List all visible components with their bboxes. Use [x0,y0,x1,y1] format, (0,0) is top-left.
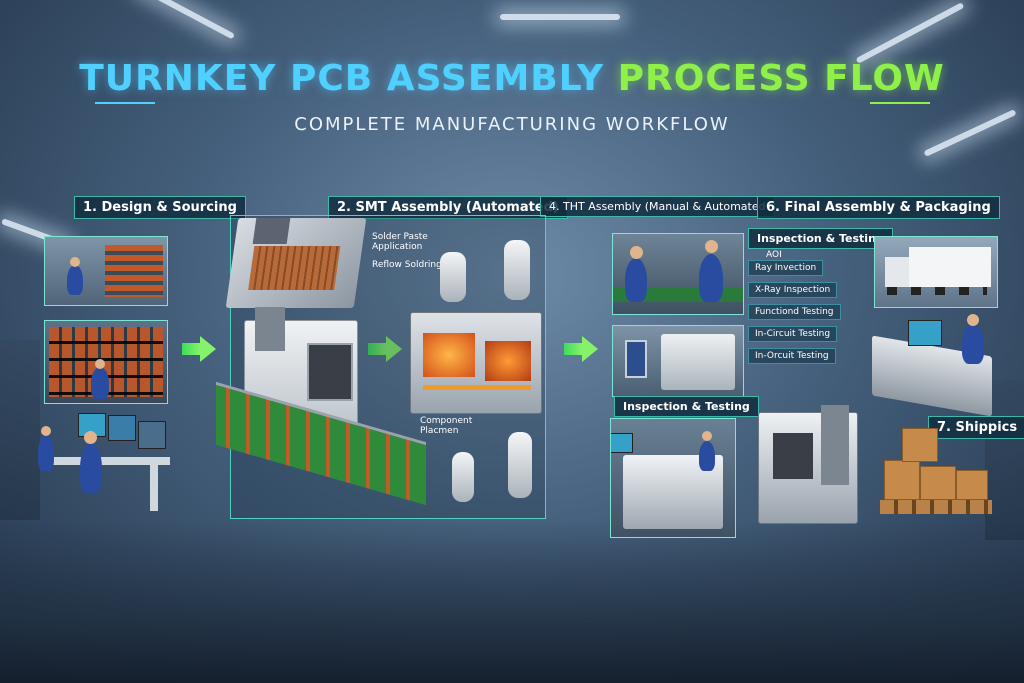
worker-head [95,359,105,369]
monitor [138,421,166,449]
worker-figure [91,367,109,399]
shelf-rack [105,245,163,297]
title-decoration-right [870,102,930,104]
shipping-box [884,460,920,500]
solder-paste-printer [225,218,367,308]
note-solder-paste: Solder Paste Application [372,232,428,252]
flow-arrow-1 [182,343,200,355]
pcb-board [248,246,341,290]
inspector-head [702,431,712,441]
packaging-monitor [908,320,942,346]
final-assembly-machine [758,405,858,524]
background-shelving [0,340,40,520]
print-head [252,218,291,244]
ceiling-light [500,14,620,20]
flow-arrow-3-head [582,336,598,362]
shipping-box [920,466,956,500]
note-reflow-soldering: Reflow Soldring) [372,260,446,270]
inspection-item-in-orcuit: In-Orcuit Testing [748,348,836,364]
robot-arm [440,252,466,302]
warehouse-photo [44,236,168,306]
stage-label-smt-assembly: 2. SMT Assembly (Automated) [328,196,568,219]
title-part-green: PROCESS FLOW [617,58,945,99]
machine-window [307,343,353,401]
engineer-figure [38,435,54,471]
packer-head [967,314,979,326]
design-workstation [30,405,170,515]
robot-arm [508,432,532,498]
reflow-oven [410,312,542,414]
title-part-blue: TURNKEY PCB ASSEMBLY [79,58,605,99]
handheld-tester [625,340,647,378]
stage-label-design-sourcing: 1. Design & Sourcing [74,196,246,219]
oven-stripe [423,385,531,390]
robot-arm [452,452,474,502]
shipping-box [902,428,938,462]
truck-photo [874,236,998,308]
worker-head [70,257,80,267]
test-machine [661,334,735,390]
flow-arrow-1-head [200,336,216,362]
machine-head [255,307,285,351]
flow-arrow-2-head [386,336,402,362]
technician-head [630,246,643,259]
inspection-item-xray: X-Ray Inspection [748,282,838,298]
technician-head [705,240,718,253]
stage-label-final-assembly: 6. Final Assembly & Packaging [757,196,1000,219]
machine-panel [773,433,813,479]
monitor [108,415,136,441]
engineer-figure [80,443,102,493]
stage-label-shipping: 7. Shippics [928,416,1024,439]
packer-figure [962,324,984,364]
inspection-item-ray: Ray Invection [748,260,824,276]
engineer-head [41,426,51,436]
truck-wheels [887,287,987,295]
flow-arrow-2 [368,343,386,355]
inspection-testing-label-top: Inspection & Testing [748,228,893,249]
shipping-pallet [874,420,998,530]
page-subtitle: COMPLETE MANUFACTURING WORKFLOW [294,114,730,135]
inspection-item-functional: Functiond Testing [748,304,841,320]
inspection-machine-photo [610,418,736,538]
note-component-placement: Component Placmen [420,416,473,436]
parts-storage-photo [44,320,168,404]
shipping-box [956,470,988,500]
stage-label-tht-assembly: 4. THT Assembly (Manual & Automated [540,196,775,217]
technician-figure [699,254,723,302]
title-decoration-left [95,102,155,104]
inspector-figure [699,441,715,471]
packaging-station [868,312,1008,417]
ceiling-light [855,2,965,64]
tht-automated-photo [612,325,744,397]
pallet-base [880,500,992,514]
oven-window [485,341,531,381]
truck-trailer [909,247,991,287]
oven-window [423,333,475,377]
ceiling-light [135,0,235,40]
inspection-item-aoi: AOI [766,250,782,260]
flow-arrow-3 [564,343,582,355]
technician-figure [625,258,647,302]
tht-manual-assembly-photo [612,233,744,315]
truck-cab [885,257,909,287]
factory-floor [0,520,1024,683]
page-title: TURNKEY PCB ASSEMBLY PROCESS FLOW [0,58,1024,99]
machine-tower [821,405,849,485]
engineer-head [84,431,97,444]
inspection-testing-panel: Inspection & Testing AOI Ray Invection X… [748,228,893,368]
inspection-monitor [611,433,633,453]
worker-figure [67,265,83,295]
robot-arm [504,240,530,300]
inspection-item-in-circuit: In-Circuit Testing [748,326,838,342]
desk [50,457,170,465]
inspection-testing-label-mid: Inspection & Testing [614,396,759,417]
desk-leg [150,465,158,511]
